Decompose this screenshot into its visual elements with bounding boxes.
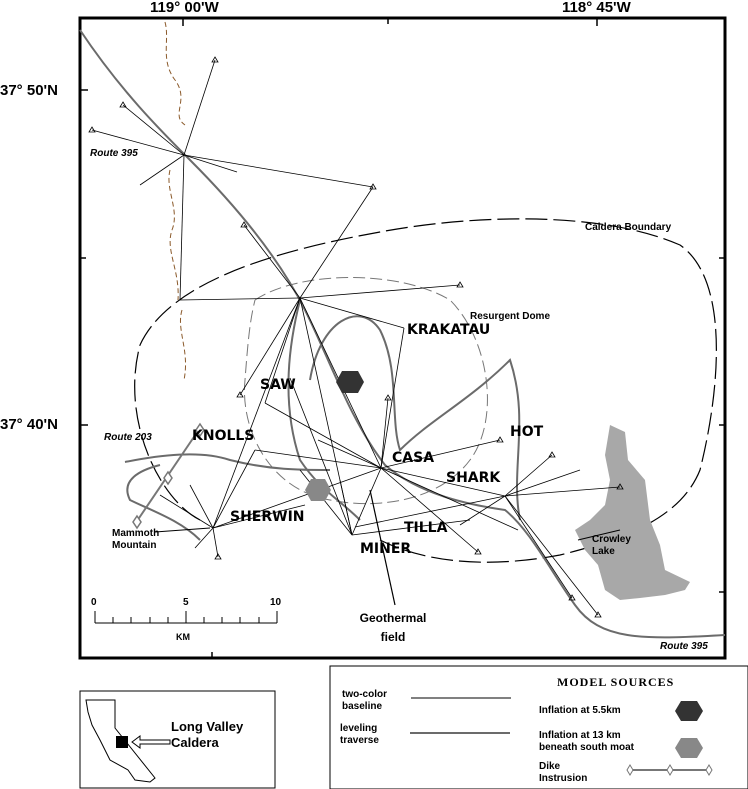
crowley-line-1: Crowley xyxy=(592,534,631,545)
legend-deep-line-2: beneath south moat xyxy=(539,742,635,753)
lat-label-bottom: 37° 40'N xyxy=(0,416,58,433)
mammoth-leader xyxy=(154,527,211,533)
station-markers xyxy=(88,56,624,618)
inset-frame xyxy=(79,690,276,789)
caldera-boundary xyxy=(134,218,717,563)
station-shark: SHARK xyxy=(446,470,501,486)
legend-two-color-line-2: baseline xyxy=(342,701,383,712)
scale-tick-10: 10 xyxy=(270,597,282,608)
geothermal-line-1: Geothermal xyxy=(359,611,427,625)
topo-contour xyxy=(164,21,186,381)
legend-title: MODEL SOURCES xyxy=(557,675,675,689)
lon-label-left: 119° 00'W xyxy=(150,0,219,16)
scale-bar xyxy=(94,611,278,624)
geothermal-line-2: field xyxy=(380,630,406,644)
caldera-location-marker xyxy=(116,736,128,748)
legend-deep-line-1: Inflation at 13 km xyxy=(539,730,621,741)
crowley-leader xyxy=(577,529,621,541)
legend-dike-symbol xyxy=(626,764,713,776)
legend-shallow-hexagon xyxy=(675,701,703,721)
station-saw: SAW xyxy=(260,377,296,393)
geothermal-leader xyxy=(369,489,396,606)
scale-tick-5: 5 xyxy=(183,597,189,608)
shallow-source-hexagon xyxy=(336,371,364,393)
two-color-baselines xyxy=(91,59,621,616)
station-miner: MINER xyxy=(360,541,412,557)
legend-dike-line-2: Instrusion xyxy=(539,773,588,784)
station-sherwin: SHERWIN xyxy=(230,509,305,525)
mammoth-line-2: Mountain xyxy=(112,540,157,551)
map-frame xyxy=(78,16,727,660)
scale-unit: KM xyxy=(176,632,190,642)
california-outline-icon xyxy=(85,699,156,783)
station-tilla: TILLA xyxy=(404,520,448,536)
route-395-south-label: Route 395 xyxy=(660,641,708,652)
route-203-label: Route 203 xyxy=(104,432,152,443)
leveling-traverses xyxy=(79,29,726,639)
legend-deep-hexagon xyxy=(675,738,703,758)
geothermal-field-label: Geothermal field xyxy=(358,609,428,647)
station-hot: HOT xyxy=(510,424,544,440)
crowley-lake xyxy=(575,425,690,600)
legend-shallow-label: Inflation at 5.5km xyxy=(539,705,621,716)
dike-intrusion xyxy=(132,422,205,530)
mammoth-line-1: Mammoth xyxy=(112,528,160,539)
deep-source-hexagon xyxy=(305,479,331,501)
inset-line-1: Long Valley xyxy=(171,719,244,734)
crowley-line-2: Lake xyxy=(592,546,615,557)
legend-frame xyxy=(329,665,748,789)
lon-label-right: 118° 45'W xyxy=(562,0,631,16)
graticule-ticks xyxy=(80,18,725,658)
route-395-north-label: Route 395 xyxy=(90,148,138,159)
legend-leveling-line-2: traverse xyxy=(340,735,379,746)
inset-line-2: Caldera xyxy=(171,735,219,750)
resurgent-dome-label: Resurgent Dome xyxy=(470,311,551,322)
legend-two-color-line-1: two-color xyxy=(342,689,387,700)
resurgent-dome-outline xyxy=(243,277,488,505)
legend-leveling-line-1: leveling xyxy=(340,723,378,734)
caldera-boundary-label: Caldera Boundary xyxy=(585,222,672,233)
arrow-icon xyxy=(131,735,171,749)
scale-tick-0: 0 xyxy=(91,597,97,608)
lat-label-top: 37° 50'N xyxy=(0,82,58,99)
station-casa: CASA xyxy=(392,450,435,466)
station-krakatau: KRAKATAU xyxy=(407,322,491,338)
legend-dike-line-1: Dike xyxy=(539,761,561,772)
station-knolls: KNOLLS xyxy=(192,428,255,444)
